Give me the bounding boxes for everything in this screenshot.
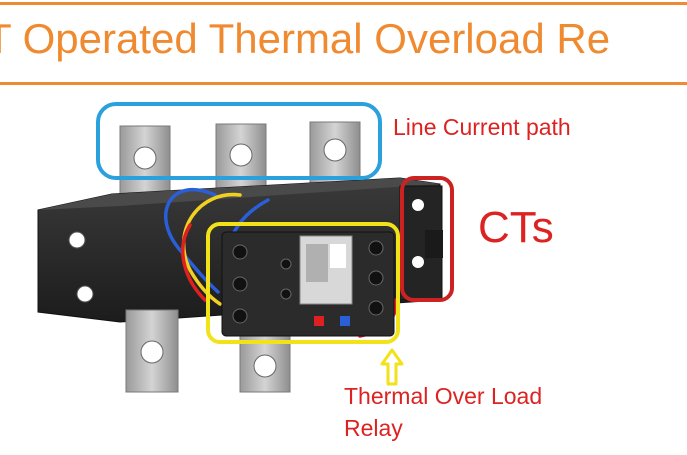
page-title: T Operated Thermal Overload Re [0,15,611,62]
relay-stop-button-blue [340,316,350,326]
title-bottom-rule [0,82,687,85]
relay-reset-button-red [314,316,324,326]
relay-pointer-arrow [380,348,404,386]
terminal-l2 [232,276,248,292]
terminal-l3 [232,308,248,324]
busbar-hole-1 [133,146,157,170]
housing-hole-right-top [412,199,424,211]
busbar-bottom-hole-2 [253,354,277,378]
wire-blue [163,187,220,294]
busbar-hole-3 [323,138,347,162]
housing-hole-left-top [68,231,86,249]
busbar-hole-2 [229,143,253,167]
wire-red [181,223,207,302]
line-current-path-highlight-box [96,102,382,180]
terminal-m1 [280,258,292,270]
ct-highlight-box [400,176,454,302]
label-thermal-overload-relay: Thermal Over Load Relay [344,383,543,441]
busbar-bottom-hole-1 [140,340,164,364]
terminal-l1 [232,244,248,260]
label-line-current-path: Line Current path [393,114,571,140]
housing-hole-left-bottom [76,285,94,303]
terminal-m2 [280,288,292,300]
relay-highlight-box [206,222,400,344]
label-cts: CTs [478,203,554,252]
housing-hole-right-bottom [412,256,424,268]
terminal-r1 [368,240,384,256]
terminal-r3 [368,300,384,316]
terminal-r2 [368,270,384,286]
relay-module [221,231,395,337]
title-top-rule [0,2,687,5]
